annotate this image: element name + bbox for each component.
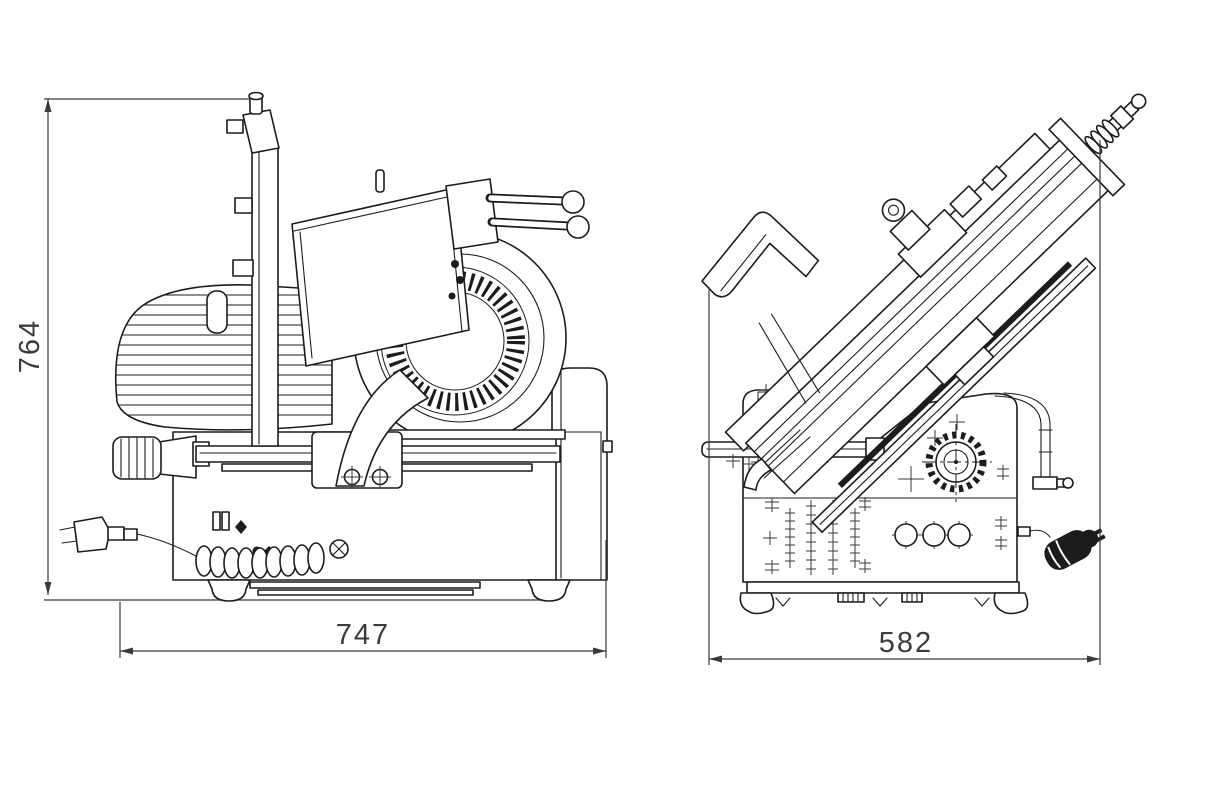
front-foot-left <box>739 592 775 615</box>
side-width-dimension: 747 <box>119 540 607 658</box>
carriage-spring-rod <box>1084 93 1147 155</box>
front-power-cord <box>1017 526 1106 570</box>
arm-bolt-2 <box>369 466 391 488</box>
side-width-value: 747 <box>336 619 390 651</box>
carriage-ramp <box>743 429 811 491</box>
front-width-dimension: 582 <box>708 140 1101 665</box>
cord-coil <box>195 542 325 579</box>
button-2 <box>922 523 946 547</box>
alignment-marks <box>898 414 1009 492</box>
carriage-bracket <box>881 165 1008 278</box>
carriage-assembly <box>701 93 1147 533</box>
lifting-ring <box>881 198 906 222</box>
front-foot-right <box>993 592 1029 615</box>
carriage-tower <box>226 91 280 447</box>
side-view: 764 <box>14 91 613 658</box>
power-cord <box>59 516 349 579</box>
arm-bolt <box>341 466 363 488</box>
thickness-knob <box>112 435 197 480</box>
feet <box>207 579 571 602</box>
front-width-value: 582 <box>879 627 933 659</box>
control-buttons <box>892 516 1007 550</box>
button-3 <box>947 523 971 547</box>
product-plate <box>291 169 470 367</box>
pusher-handles <box>445 178 590 250</box>
front-base <box>739 581 1029 615</box>
adjust-knob <box>1130 93 1147 110</box>
product-chute <box>701 211 821 404</box>
front-view: 582 <box>701 93 1147 665</box>
plate-pin <box>375 169 385 193</box>
handle-knob <box>561 190 585 214</box>
height-value: 764 <box>14 319 46 373</box>
support-arm <box>335 369 429 488</box>
thickness-dial <box>922 424 992 502</box>
handle-knob-2 <box>566 215 590 239</box>
motor-cap <box>206 290 228 334</box>
button-1 <box>894 523 918 547</box>
height-dimension: 764 <box>14 98 556 601</box>
right-conduit <box>994 392 1074 490</box>
base-mark-diamond <box>235 520 247 534</box>
rear-housing <box>551 367 613 581</box>
